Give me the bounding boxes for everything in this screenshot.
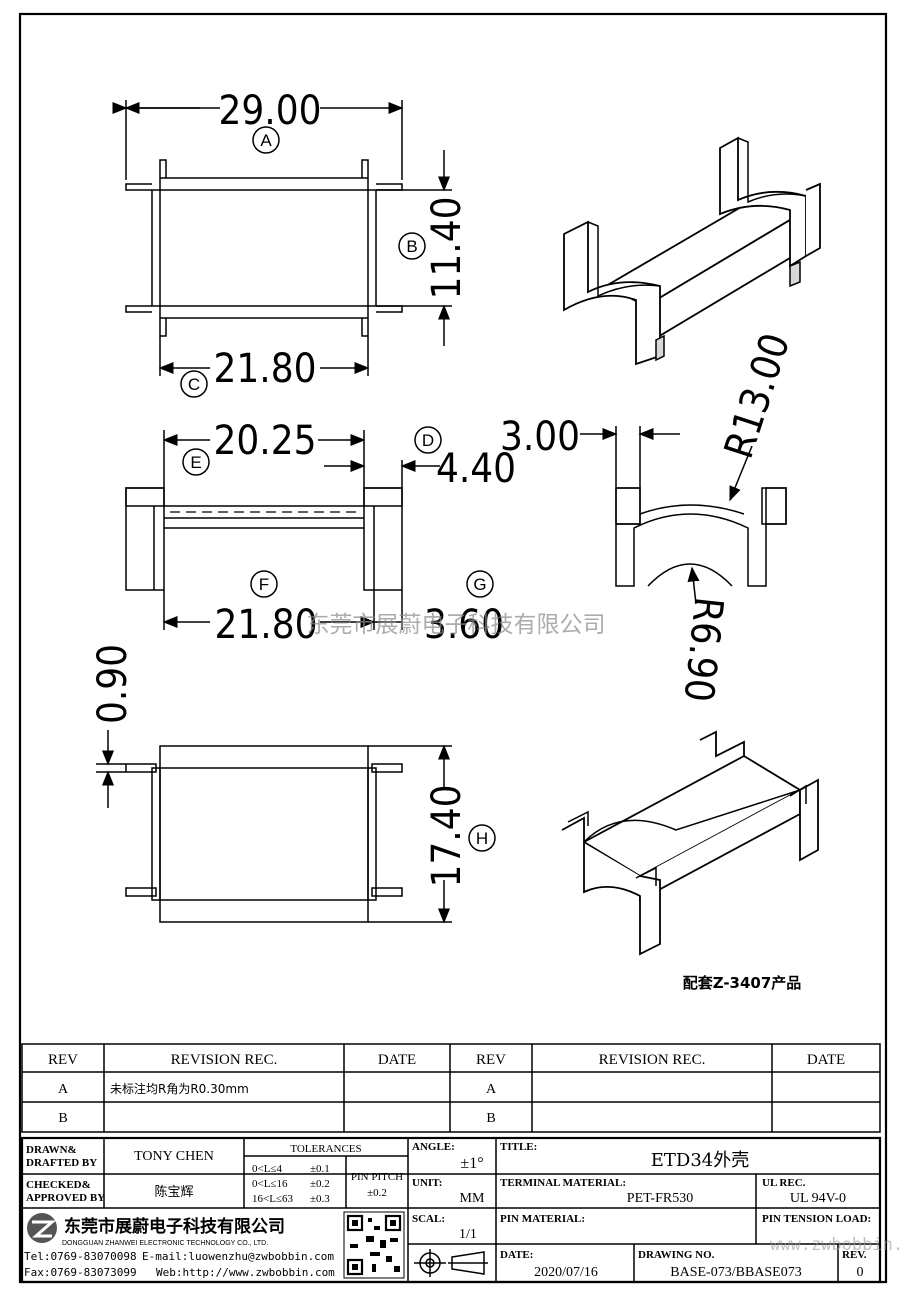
drawing-title: ETD34外壳	[651, 1150, 749, 1171]
svg-text:B: B	[406, 237, 417, 256]
marker-F: F	[250, 570, 278, 598]
matching-product-note: 配套Z-3407产品	[683, 974, 802, 992]
svg-text:±1°: ±1°	[460, 1155, 483, 1172]
svg-text:D: D	[422, 431, 434, 450]
dim-top-height: 11.40	[424, 197, 470, 300]
svg-text:PIN MATERIAL:: PIN MATERIAL:	[500, 1213, 585, 1225]
svg-text:0<L≤16: 0<L≤16	[252, 1178, 288, 1190]
dim-end-slot: 3.00	[500, 414, 580, 460]
revision-table: REV REVISION REC. DATE REV REVISION REC.…	[21, 1043, 881, 1133]
dim-bottom-height: 17.40	[424, 785, 470, 888]
svg-text:B: B	[486, 1111, 495, 1126]
svg-text:REV: REV	[48, 1052, 78, 1068]
bottom-view: 0.90 17.40	[90, 644, 470, 924]
svg-text:H: H	[476, 829, 488, 848]
title-block: DRAWN& DRAFTED BY TONY CHEN TOLERANCES C…	[20, 1136, 900, 1284]
svg-text:PIN TENSION LOAD:: PIN TENSION LOAD:	[762, 1213, 871, 1225]
watermark-url: www.zwbobbin.com	[770, 1235, 900, 1255]
marker-D: D	[414, 426, 442, 454]
svg-text:REV: REV	[476, 1052, 506, 1068]
svg-text:16<L≤63: 16<L≤63	[252, 1193, 293, 1205]
dim-side-pin: 3.60	[424, 602, 504, 648]
marker-H: H	[468, 824, 496, 852]
svg-text:1/1: 1/1	[459, 1227, 477, 1242]
side-view: 20.25 4.40 21.80 3.60	[125, 418, 516, 648]
svg-text:E: E	[190, 453, 201, 472]
svg-text:±0.1: ±0.1	[310, 1163, 330, 1175]
svg-text:F: F	[259, 575, 269, 594]
dim-bottom-pin: 0.90	[90, 644, 136, 724]
dim-side-base: 21.80	[215, 602, 318, 648]
svg-text:±0.3: ±0.3	[310, 1193, 330, 1205]
watermark-company: 东莞市展蔚电子科技有限公司	[307, 612, 606, 638]
dim-end-inner-radius: R6.90	[675, 595, 732, 704]
marker-E: E	[182, 448, 210, 476]
svg-text:G: G	[473, 575, 486, 594]
svg-text:REV.: REV.	[842, 1249, 867, 1261]
marker-B: B	[398, 232, 426, 260]
svg-text:SCAL:: SCAL:	[412, 1213, 445, 1225]
svg-text:PIN PITCH: PIN PITCH	[351, 1171, 403, 1183]
svg-text:DATE: DATE	[378, 1052, 416, 1068]
svg-text:TOLERANCES: TOLERANCES	[290, 1143, 361, 1155]
dim-top-inner-width: 21.80	[214, 346, 317, 392]
svg-text:Tel:0769-83070098: Tel:0769-83070098	[24, 1250, 137, 1263]
svg-text:Web:http://www.zwbobbin.com: Web:http://www.zwbobbin.com	[156, 1266, 335, 1279]
iso-view-top	[563, 136, 821, 366]
drafter-name: TONY CHEN	[134, 1149, 214, 1164]
marker-G: G	[466, 570, 494, 598]
top-view: 29.00 11.40 21.80	[112, 88, 470, 392]
svg-text:0<L≤4: 0<L≤4	[252, 1163, 282, 1175]
end-view: 3.00 R13.00 R6.90	[500, 328, 799, 704]
revision-a-note: 未标注均R角为R0.30mm	[110, 1081, 249, 1096]
dim-end-outer-radius: R13.00	[716, 328, 799, 464]
svg-text:A: A	[260, 131, 272, 150]
svg-text:DRAWN&: DRAWN&	[26, 1144, 77, 1156]
marker-A: A	[252, 126, 280, 154]
svg-text:A: A	[486, 1082, 497, 1097]
svg-text:TITLE:: TITLE:	[500, 1141, 537, 1153]
dim-side-width: 20.25	[214, 418, 317, 464]
svg-text:REVISION REC.: REVISION REC.	[171, 1052, 278, 1068]
dim-side-flange: 4.40	[436, 446, 516, 492]
svg-text:TERMINAL MATERIAL:: TERMINAL MATERIAL:	[500, 1177, 626, 1189]
svg-text:UL 94V-0: UL 94V-0	[790, 1191, 846, 1206]
svg-text:Fax:0769-83073099: Fax:0769-83073099	[24, 1266, 137, 1279]
iso-view-bottom	[561, 730, 819, 956]
svg-text:DATE: DATE	[807, 1052, 845, 1068]
svg-text:C: C	[188, 375, 200, 394]
svg-text:0: 0	[857, 1265, 864, 1280]
svg-text:2020/07/16: 2020/07/16	[534, 1265, 598, 1280]
svg-text:DRAWING NO.: DRAWING NO.	[638, 1249, 715, 1261]
dim-top-width: 29.00	[219, 88, 322, 134]
company-logo	[27, 1213, 57, 1243]
svg-text:DATE:: DATE:	[500, 1249, 533, 1261]
marker-C: C	[180, 370, 208, 398]
drawing-number: BASE-073/BBASE073	[670, 1265, 801, 1280]
approver-name: 陈宝辉	[154, 1184, 193, 1200]
svg-text:ANGLE:: ANGLE:	[412, 1141, 455, 1153]
svg-text:UL REC.: UL REC.	[762, 1177, 806, 1189]
svg-text:REVISION REC.: REVISION REC.	[599, 1052, 706, 1068]
projection-symbol	[414, 1249, 488, 1277]
svg-text:UNIT:: UNIT:	[412, 1177, 442, 1189]
svg-text:B: B	[58, 1111, 67, 1126]
qr-code	[343, 1211, 405, 1279]
svg-text:A: A	[58, 1082, 69, 1097]
svg-text:±0.2: ±0.2	[310, 1178, 330, 1190]
svg-text:±0.2: ±0.2	[367, 1187, 387, 1199]
company-name-cn: 东莞市展蔚电子科技有限公司	[64, 1216, 285, 1237]
svg-text:DRAFTED BY: DRAFTED BY	[26, 1157, 97, 1169]
svg-text:APPROVED BY: APPROVED BY	[26, 1192, 105, 1204]
svg-text:CHECKED&: CHECKED&	[26, 1179, 91, 1191]
svg-text:PET-FR530: PET-FR530	[627, 1191, 693, 1206]
company-name-en: DONGGUAN ZHANWEI ELECTRONIC TECHNOLOGY C…	[62, 1240, 268, 1247]
svg-text:E-mail:luowenzhu@zwbobbin.com: E-mail:luowenzhu@zwbobbin.com	[142, 1250, 334, 1263]
svg-text:MM: MM	[460, 1191, 485, 1206]
